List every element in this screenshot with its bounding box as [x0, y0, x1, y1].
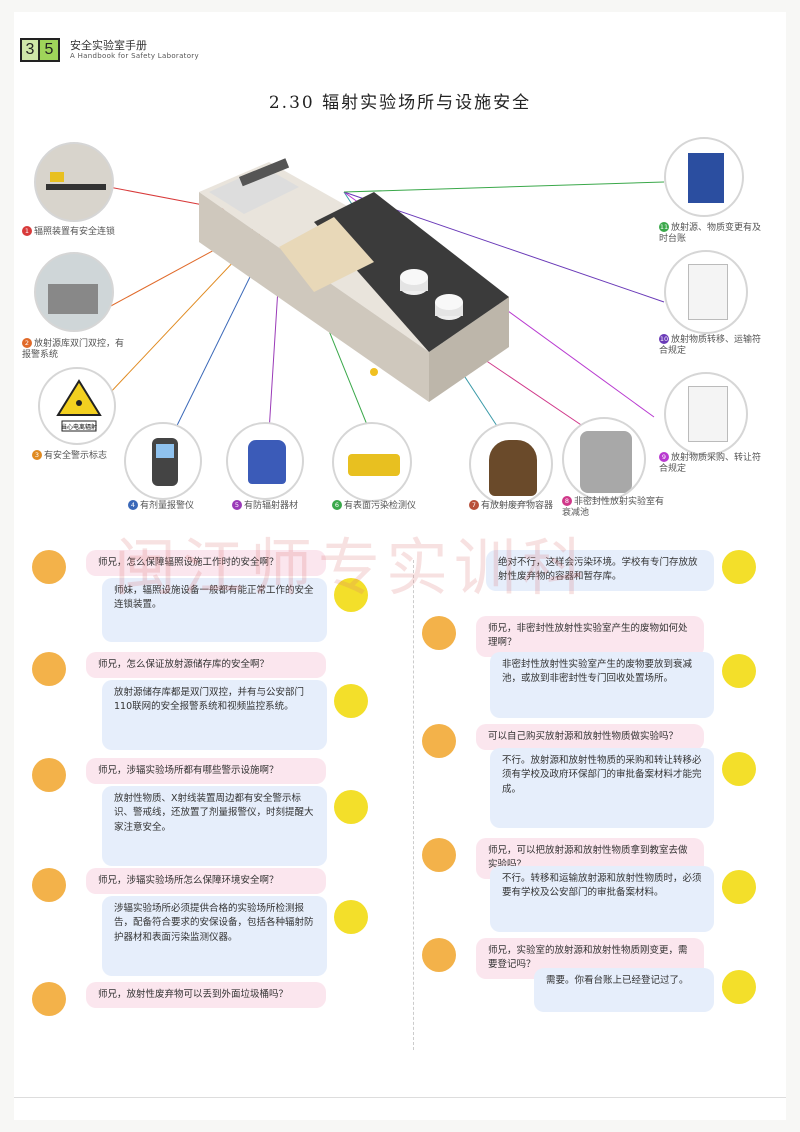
section-title: 2.30 辐射实验场所与设施安全	[268, 93, 532, 113]
avatar-female	[32, 758, 66, 792]
purchase-doc-photo	[664, 372, 748, 456]
chat-question: 师兄，怎么保证放射源储存库的安全啊？	[86, 652, 326, 679]
warning-sign-photo: 当心电离辐射	[38, 367, 116, 445]
avatar-female	[32, 868, 66, 902]
chat-question: 师兄，涉辐实验场所都有哪些警示设施啊？	[86, 758, 326, 785]
chat-question: 师兄，涉辐实验场所怎么保障环境安全啊？	[86, 868, 326, 895]
decay-pool-icon	[580, 431, 632, 493]
avatar-female	[422, 938, 456, 972]
avatar-male	[722, 970, 756, 1004]
avatar-male	[722, 654, 756, 688]
waste-container-photo	[469, 422, 553, 506]
column-divider	[413, 560, 414, 1050]
protective-vest-photo	[226, 422, 304, 500]
chat-answer: 不行。放射源和放射性物质的采购和转让转移必须有学校及政府环保部门的审批备案材料才…	[490, 748, 714, 828]
transport-document-icon	[688, 264, 728, 320]
chat-answer: 非密封性放射性实验室产生的废物要放到衰减池，或放到非密封性专门回收处置场所。	[490, 652, 714, 718]
avatar-female	[32, 550, 66, 584]
equipment-rack	[239, 158, 290, 187]
callout-1-number: 1	[22, 226, 32, 236]
avatar-male	[722, 870, 756, 904]
purchase-document-icon	[688, 386, 728, 442]
lab-floorplan	[199, 158, 509, 402]
decay-pool-photo	[562, 417, 646, 501]
avatar-female	[32, 982, 66, 1016]
waste-container-icon	[489, 440, 537, 496]
avatar-female	[32, 652, 66, 686]
avatar-female	[422, 724, 456, 758]
page-header: 3 5 安全实验室手册 A Handbook for Safety Labora…	[20, 38, 199, 62]
chat-answer: 不行。转移和运输放射源和放射性物质时，必须要有学校及公安部门的审批备案材料。	[490, 866, 714, 932]
avatar-male	[334, 790, 368, 824]
transport-doc-photo	[664, 250, 748, 334]
chat-answer: 放射源储存库都是双门双控，并有与公安部门110联网的安全报警系统和视频监控系统。	[102, 680, 327, 750]
interlock-photo	[34, 142, 114, 222]
contamination-meter-photo	[332, 422, 412, 502]
dosimeter-icon	[152, 438, 178, 486]
chat-answer: 师妹，辐照设施设备一般都有能正常工作的安全连锁装置。	[102, 578, 327, 642]
avatar-male	[334, 900, 368, 934]
page-bottom-rule	[14, 1097, 786, 1098]
chat-question: 师兄，非密封性放射性实验室产生的废物如何处理啊？	[476, 616, 704, 657]
chat-answer: 绝对不行，这样会污染环境。学校有专门存放放射性废弃物的容器和暂存库。	[486, 550, 714, 591]
page-number: 3 5	[20, 38, 60, 62]
ledger-photo	[664, 137, 744, 217]
page-number-ones: 5	[40, 38, 60, 62]
book-subtitle: A Handbook for Safety Laboratory	[70, 52, 199, 61]
contamination-meter-icon	[348, 454, 400, 476]
avatar-male	[334, 684, 368, 718]
book-title: 安全实验室手册	[70, 38, 147, 52]
chat-answer: 涉辐实验场所必须提供合格的实验场所检测报告，配备符合要求的安保设备，包括各种辐射…	[102, 896, 327, 976]
chat-question: 师兄，放射性废弃物可以丢到外面垃圾桶吗？	[86, 982, 326, 1009]
page: 3 5 安全实验室手册 A Handbook for Safety Labora…	[14, 12, 786, 1120]
avatar-female	[422, 838, 456, 872]
chat-question: 师兄，怎么保障辐照设施工作时的安全啊？	[86, 550, 326, 577]
warning-marker	[370, 368, 378, 376]
page-number-tens: 3	[20, 38, 40, 62]
ledger-book-icon	[688, 153, 724, 203]
avatar-male	[722, 752, 756, 786]
vest-icon	[248, 440, 286, 484]
avatar-male	[334, 578, 368, 612]
radiation-warning-icon: 当心电离辐射	[56, 379, 102, 432]
dosimeter-photo	[124, 422, 202, 500]
svg-text:当心电离辐射: 当心电离辐射	[61, 423, 97, 431]
chat-answer: 放射性物质、X射线装置周边都有安全警示标识、警戒线，还放置了剂量报警仪，时刻提醒…	[102, 786, 327, 866]
chat-question: 可以自己购买放射源和放射性物质做实验吗？	[476, 724, 704, 751]
avatar-male	[722, 550, 756, 584]
line-11	[343, 181, 665, 193]
chat-answer: 需要。你看台账上已经登记过了。	[534, 968, 714, 1012]
source-storage-photo	[34, 252, 114, 332]
avatar-female	[422, 616, 456, 650]
